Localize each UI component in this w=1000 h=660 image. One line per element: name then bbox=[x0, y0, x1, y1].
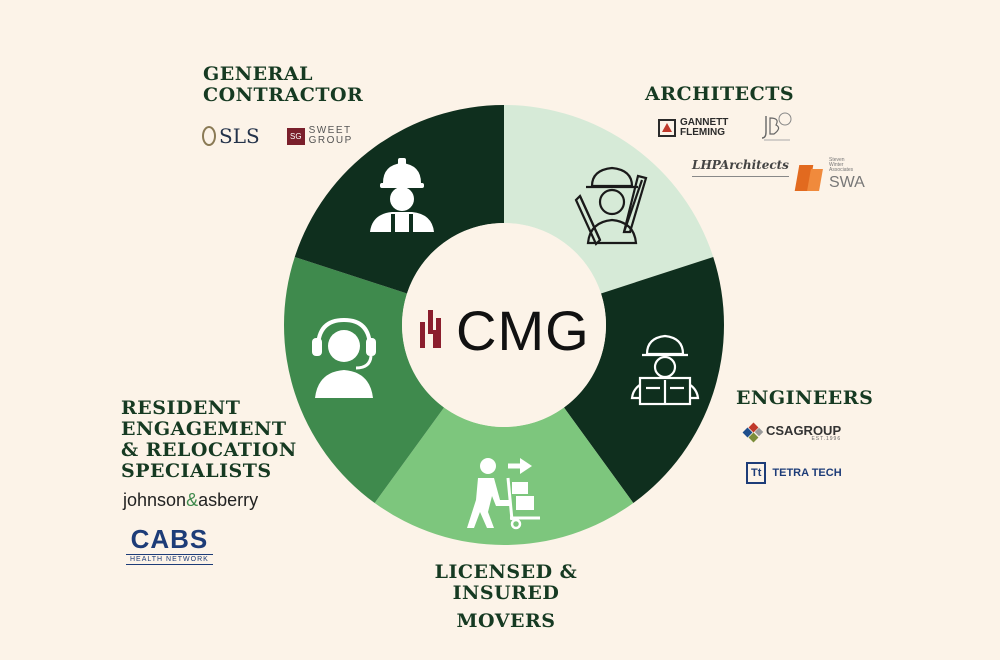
label-engineers: ENGINEERS bbox=[736, 387, 874, 409]
label-line: ENGAGEMENT bbox=[121, 417, 287, 440]
sweet-group-logo: SG SWEET GROUP bbox=[287, 126, 353, 146]
center-hole bbox=[402, 223, 606, 427]
tetra-tech-text: TETRA TECH bbox=[772, 467, 842, 479]
sls-logo-text: SLS bbox=[219, 124, 260, 148]
gannett-mark-icon bbox=[658, 119, 676, 137]
mover-icon bbox=[467, 458, 540, 530]
cabs-health-network-logo: CABS HEALTH NETWORK bbox=[126, 526, 213, 565]
sweet-group-badge: SG bbox=[287, 127, 305, 145]
label-line: CONTRACTOR bbox=[203, 84, 364, 107]
label-line: GENERAL bbox=[203, 63, 313, 85]
group-word: GROUP bbox=[308, 135, 353, 146]
label-architects: ARCHITECTS bbox=[645, 83, 795, 105]
cmg-brand-text: CMG bbox=[456, 299, 590, 362]
wheel-segment-architects bbox=[504, 105, 714, 294]
label-movers: LICENSED & INSURED MOVERS bbox=[380, 561, 632, 632]
csa-text: CSAGROUP bbox=[766, 423, 842, 438]
label-general-contractor: GENERAL CONTRACTOR bbox=[203, 63, 364, 107]
csa-diamond-icon bbox=[742, 422, 764, 443]
sweet-word: SWEET bbox=[308, 125, 352, 136]
csa-group-logo: CSAGROUP EST.1996 bbox=[742, 422, 841, 443]
sls-logo: SLS bbox=[202, 124, 260, 148]
lhp-architects-logo: LHPArchitects bbox=[692, 156, 789, 177]
tetra-tech-badge: Tt bbox=[746, 462, 767, 484]
swa-small-line: Associates bbox=[829, 167, 854, 173]
construction-worker-icon bbox=[370, 158, 434, 232]
johnson-word: johnson bbox=[123, 490, 187, 510]
gannett-word: GANNETT bbox=[680, 117, 729, 128]
label-line: ARCHITECTS bbox=[645, 83, 795, 105]
engineer-icon bbox=[630, 334, 700, 406]
swa-wordmark: Steven Winter Associates SWA bbox=[829, 158, 865, 191]
cmg-logo-mark bbox=[420, 310, 441, 348]
swa-small-line: Steven bbox=[829, 157, 845, 163]
label-line: RESIDENT bbox=[121, 397, 241, 419]
gannett-fleming-logo: GANNETT FLEMING bbox=[658, 118, 728, 138]
johnson-asberry-logo: johnson&asberry bbox=[123, 490, 258, 511]
ampersand: & bbox=[186, 490, 199, 510]
gannett-wordmark: GANNETT FLEMING bbox=[680, 118, 728, 138]
label-line: ENGINEERS bbox=[736, 387, 874, 409]
swa-small-line: Winter bbox=[829, 162, 844, 168]
wheel-segment-licensed-insured-movers bbox=[374, 407, 634, 545]
headset-agent-icon bbox=[312, 317, 376, 398]
label-line: LICENSED & INSURED bbox=[434, 561, 578, 605]
sls-leaf-icon bbox=[202, 126, 216, 146]
csa-wordmark: CSAGROUP EST.1996 bbox=[766, 424, 841, 442]
csa-est-text: EST.1996 bbox=[811, 436, 842, 442]
label-line: SPECIALISTS bbox=[121, 459, 272, 482]
lhp-wordmark: LHPArchitects bbox=[692, 158, 789, 172]
swa-text: SWA bbox=[829, 174, 865, 191]
jbc-anniversary-logo bbox=[760, 112, 792, 142]
label-line: MOVERS bbox=[456, 609, 556, 632]
swa-logo: Steven Winter Associates SWA bbox=[794, 158, 865, 191]
cabs-wordmark: CABS bbox=[130, 524, 209, 554]
label-line: & RELOCATION bbox=[121, 438, 297, 461]
cabs-subtitle: HEALTH NETWORK bbox=[126, 554, 213, 565]
sweet-group-wordmark: SWEET GROUP bbox=[309, 126, 353, 146]
label-resident: RESIDENT ENGAGEMENT & RELOCATION SPECIAL… bbox=[121, 398, 297, 482]
jbc-monogram-icon bbox=[761, 112, 792, 141]
swa-mark-icon bbox=[794, 163, 825, 191]
fleming-word: FLEMING bbox=[680, 127, 725, 138]
asberry-word: asberry bbox=[198, 490, 259, 510]
tetra-tech-logo: Tt TETRA TECH bbox=[746, 462, 842, 484]
architect-icon bbox=[574, 166, 648, 246]
